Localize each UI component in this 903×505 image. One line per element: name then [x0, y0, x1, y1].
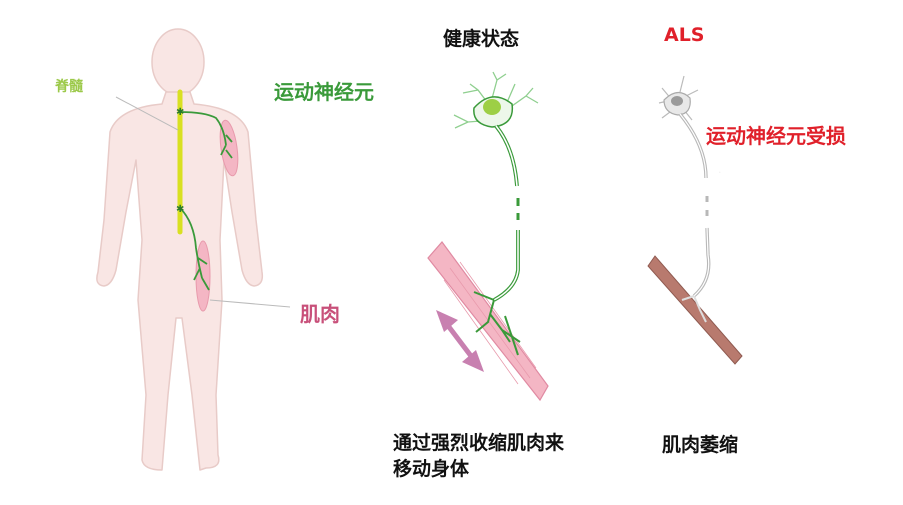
healthy-neuron [453, 71, 539, 302]
spinal-cord-label: 脊髓 [55, 79, 83, 95]
arm-nerve [179, 111, 233, 159]
atrophied-muscle [647, 255, 743, 365]
als-nerve-endings [681, 295, 707, 323]
leg-nerve [179, 207, 210, 291]
healthy-nucleus [483, 99, 501, 115]
als-nucleus [671, 96, 683, 106]
als-neuron [658, 75, 711, 298]
healthy-nerve-endings [473, 291, 521, 356]
als-panel-title: ALS [664, 24, 705, 46]
healthy-caption: 通过强烈收缩肌肉来 移动身体 [393, 430, 564, 482]
healthy-caption-line1: 通过强烈收缩肌肉来 [393, 432, 565, 454]
muscle-pointer-line [209, 299, 291, 308]
watermark: · [718, 166, 722, 179]
als-caption: 肌肉萎缩 [662, 434, 739, 456]
motor-neuron-label: 运动神经元 [274, 80, 374, 104]
human-body [96, 28, 264, 471]
spinal-pointer-line [115, 96, 179, 131]
leg-muscle [195, 240, 211, 312]
damaged-motor-neuron-label: 运动神经元受损 [706, 124, 846, 148]
leg-synapse-icon: ✱ [176, 204, 184, 215]
arm-synapse-icon: ✱ [176, 107, 184, 118]
contraction-arrow [436, 310, 484, 372]
healthy-caption-line2: 移动身体 [393, 458, 470, 480]
muscle-label: 肌肉 [300, 302, 340, 326]
healthy-panel-title: 健康状态 [443, 28, 520, 50]
